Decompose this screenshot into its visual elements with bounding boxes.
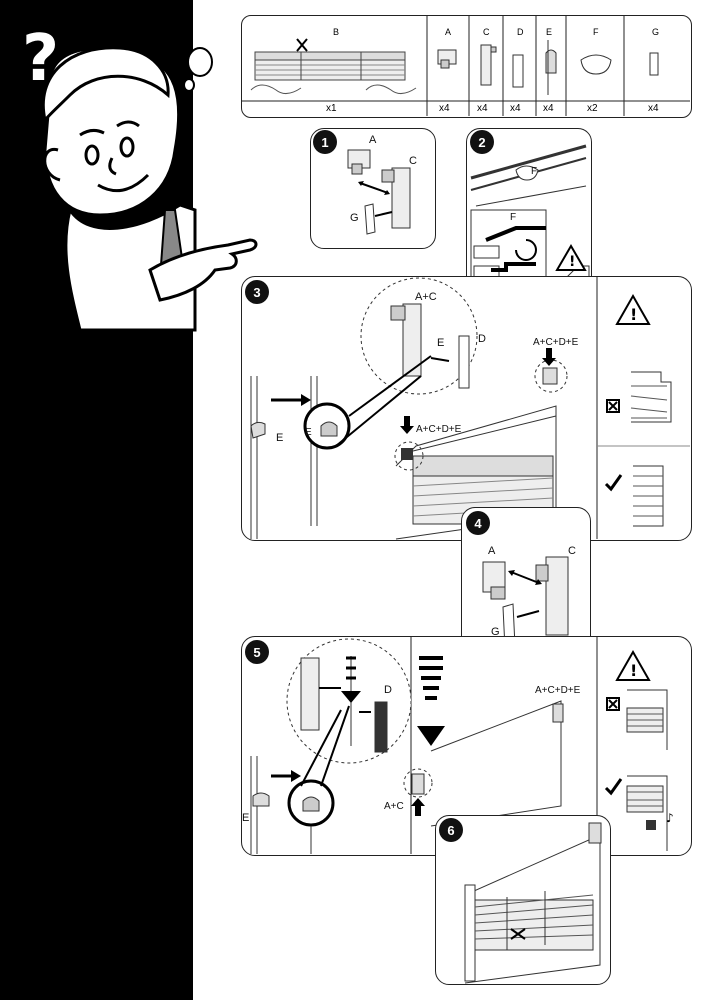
step-5-label-ac: A+C xyxy=(384,801,404,812)
parts-header-e: E xyxy=(546,27,553,37)
parts-table-grid xyxy=(241,15,690,116)
svg-text:!: ! xyxy=(630,305,637,324)
step-3-number: 3 xyxy=(245,280,269,304)
parts-qty-e: x4 xyxy=(543,103,554,114)
step-3-label-e-left: E xyxy=(276,432,284,444)
step-2-label-f-mid: F xyxy=(510,212,517,223)
step-5-label-acde: A+C+D+E xyxy=(535,685,581,696)
step-4-label-g: G xyxy=(491,626,500,638)
step-5-diagram: ! ♪ xyxy=(250,636,674,854)
parts-qty-f: x2 xyxy=(587,103,598,114)
step-1-label-a: A xyxy=(369,134,377,146)
parts-header-g: G xyxy=(652,27,660,37)
parts-header-d: D xyxy=(517,27,524,37)
step-6-number: 6 xyxy=(439,818,463,842)
step-2-number: 2 xyxy=(470,130,494,154)
step-3-label-e-circle: E xyxy=(305,427,312,438)
step-4-number: 4 xyxy=(466,511,490,535)
svg-text:!: ! xyxy=(630,661,637,680)
step-2-label-f-top: F xyxy=(531,166,538,177)
svg-text:!: ! xyxy=(569,254,575,270)
step-3-label-acde-top: A+C+D+E xyxy=(533,337,579,348)
step-5-number: 5 xyxy=(245,640,269,664)
step-4-label-a: A xyxy=(488,545,496,557)
step-3-label-acde-left: A+C+D+E xyxy=(416,424,462,435)
parts-qty-g: x4 xyxy=(648,103,659,114)
parts-qty-d: x4 xyxy=(510,103,521,114)
step-3-label-d: D xyxy=(478,333,486,345)
step-1-label-c: C xyxy=(409,155,417,167)
svg-text:♪: ♪ xyxy=(666,811,674,825)
step-3-diagram: ! xyxy=(250,276,690,540)
step-1-diagram xyxy=(347,149,411,235)
parts-qty-b: x1 xyxy=(326,103,337,114)
parts-header-c: C xyxy=(483,27,490,37)
step-4-label-c: C xyxy=(568,545,576,557)
parts-qty-a: x4 xyxy=(439,103,450,114)
step-1-label-g: G xyxy=(350,212,359,224)
step-6-diagram xyxy=(464,822,602,984)
cartoon-man-illustration: ? xyxy=(22,22,258,332)
parts-header-f: F xyxy=(593,27,599,37)
step-5-label-d: D xyxy=(384,684,392,696)
parts-qty-c: x4 xyxy=(477,103,488,114)
parts-header-a: A xyxy=(445,27,452,37)
step-5-label-e: E xyxy=(242,812,250,824)
step-1-number: 1 xyxy=(313,130,337,154)
step-3-label-ac: A+C xyxy=(415,291,437,303)
warning-icon: ! xyxy=(555,244,587,271)
step-3-label-e-zoom: E xyxy=(437,337,445,349)
parts-header-b: B xyxy=(333,27,340,37)
